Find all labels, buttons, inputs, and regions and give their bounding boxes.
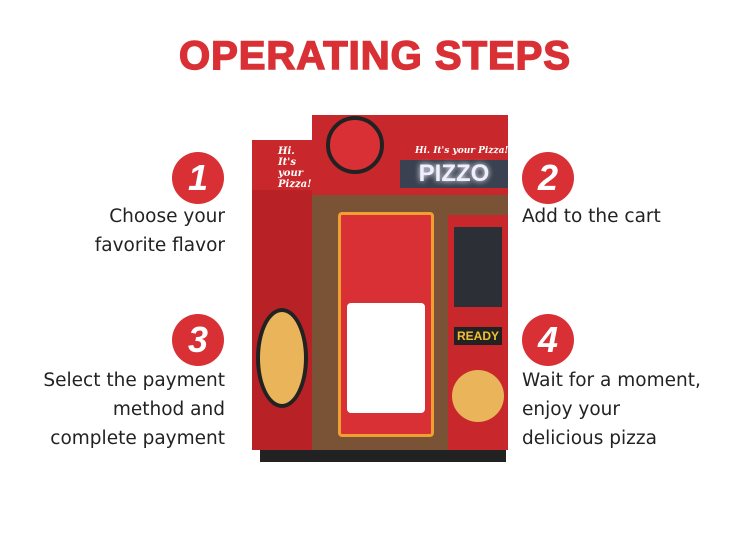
step-3-line: Select the payment <box>43 370 225 391</box>
step-4-text: Wait for a moment, enjoy your delicious … <box>522 366 701 453</box>
machine-base <box>260 450 506 462</box>
side-text-line: Hi. <box>278 146 295 157</box>
pizzo-sign: PIZZO <box>400 160 508 188</box>
page-title: OPERATING STEPS <box>178 33 572 79</box>
step-3-line: method and <box>112 399 225 420</box>
oven-window <box>454 227 502 307</box>
touch-screen <box>338 212 434 437</box>
pizza-graphic <box>256 308 308 408</box>
step-2-badge: 2 <box>522 152 574 204</box>
step-3-text: Select the payment method and complete p… <box>43 366 225 453</box>
side-greeting: Hi. It's your Pizza! <box>252 140 312 190</box>
step-3-line: complete payment <box>50 428 225 449</box>
step-3-badge: 3 <box>172 314 224 366</box>
step-2-line: Add to the cart <box>522 206 661 227</box>
side-text-line: It's your <box>278 157 304 179</box>
step-1-line: Choose your <box>109 206 225 227</box>
step-4-badge: 4 <box>522 314 574 366</box>
step-4-line: delicious pizza <box>522 428 657 449</box>
step-4-line: enjoy your <box>522 399 620 420</box>
step-1-line: favorite flavor <box>94 235 225 256</box>
pizza-menu-grid <box>347 303 425 413</box>
step-1-badge: 1 <box>172 152 224 204</box>
step-1-text: Choose your favorite flavor <box>95 202 225 260</box>
side-text-line: Pizza! <box>278 179 312 190</box>
banner-text: Hi. It's your Pizza! <box>415 146 509 156</box>
brand-logo <box>326 116 384 174</box>
step-2-text: Add to the cart <box>522 202 661 231</box>
pizza-graphic <box>452 370 504 422</box>
step-4-line: Wait for a moment, <box>522 370 701 391</box>
ready-sign: READY <box>454 327 502 345</box>
